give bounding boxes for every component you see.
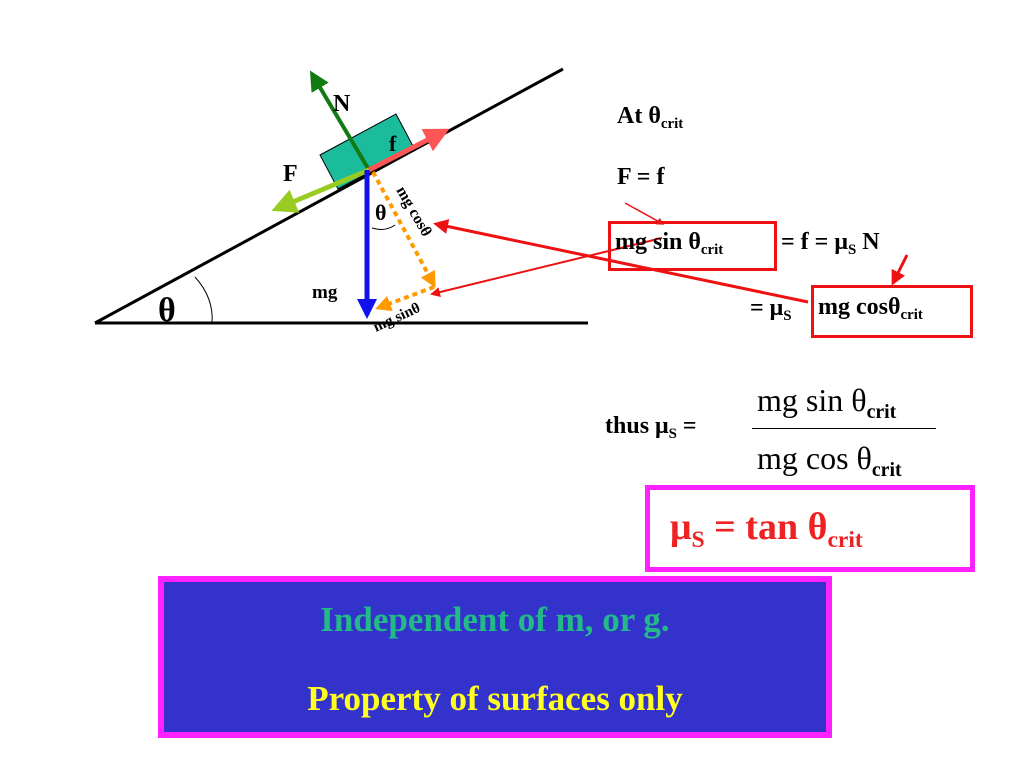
numerator-text: mg sin θ — [757, 382, 867, 418]
denominator-text: mg cos θ — [757, 440, 872, 476]
perpendicular-component-arrow — [371, 171, 436, 288]
result-tan-sub: crit — [827, 527, 863, 554]
applied-force-arrow — [271, 167, 370, 213]
normal-force-arrow — [309, 70, 371, 172]
highlight-arrow-sin — [430, 237, 663, 297]
friction-relation-b: N — [856, 229, 880, 255]
friction-relation-sub: S — [847, 242, 857, 259]
sin-term-sub: crit — [700, 242, 724, 259]
force-equals-friction-line: F = f — [617, 164, 665, 190]
fraction-numerator: mg sin θcrit — [757, 382, 896, 424]
at-theta-text: At θ — [617, 103, 661, 129]
pointer-to-sin-box — [624, 202, 665, 225]
conclusion-line-1: Independent of m, or g. — [320, 600, 670, 639]
friction-relation-a: = f = μ — [781, 229, 848, 255]
applied-force-label: F — [283, 161, 298, 187]
thus-sub: S — [668, 426, 677, 443]
denominator-sub: crit — [871, 458, 902, 481]
mu-prefix-sub: S — [783, 308, 792, 325]
block-angle-label: θ — [375, 200, 386, 225]
result-mu: μ — [670, 506, 692, 548]
thus-text: thus μ — [605, 413, 669, 439]
mu-prefix: = μS — [750, 295, 792, 325]
result-box: μS = tan θcrit — [645, 485, 975, 572]
result-equation: μS = tan θcrit — [670, 505, 863, 554]
highlight-arrow-cos — [433, 219, 809, 304]
sin-term: mg sin θcrit — [615, 229, 723, 259]
fraction-bar — [752, 428, 936, 429]
cos-term: mg cosθcrit — [818, 294, 923, 324]
friction-label: f — [389, 131, 397, 156]
result-tan: = tan θ — [704, 506, 828, 548]
numerator-sub: crit — [866, 400, 897, 423]
conclusion-box: Independent of m, or g. Property of surf… — [158, 576, 832, 738]
result-mu-sub: S — [691, 527, 705, 554]
mu-prefix-text: = μ — [750, 295, 784, 321]
thus-eq: = — [676, 413, 697, 439]
block-angle-arc — [371, 224, 396, 230]
fraction-denominator: mg cos θcrit — [757, 440, 902, 482]
friction-arrow — [367, 128, 450, 173]
pointer-to-cos-box — [891, 254, 909, 286]
sin-term-text: mg sin θ — [615, 229, 701, 255]
parallel-component-arrow — [375, 285, 435, 311]
parallel-component-label: mg sinθ — [371, 300, 423, 336]
normal-force-label: N — [333, 91, 351, 117]
incline-line — [94, 67, 564, 325]
cos-term-box — [811, 285, 973, 338]
incline-angle-arc — [194, 276, 213, 324]
at-theta-sub: crit — [660, 116, 684, 133]
sin-term-box — [608, 221, 777, 271]
incline-angle-label: θ — [158, 292, 176, 329]
perpendicular-component-label: mg cosθ — [393, 184, 435, 240]
cos-term-sub: crit — [900, 307, 923, 324]
thus-label: thus μS = — [605, 413, 697, 443]
friction-relation: = f = μS N — [781, 229, 880, 259]
cos-term-text: mg cosθ — [818, 294, 901, 320]
at-theta-crit-line: At θcrit — [617, 103, 683, 133]
conclusion-line-2: Property of surfaces only — [307, 679, 683, 718]
weight-label: mg — [312, 282, 338, 303]
